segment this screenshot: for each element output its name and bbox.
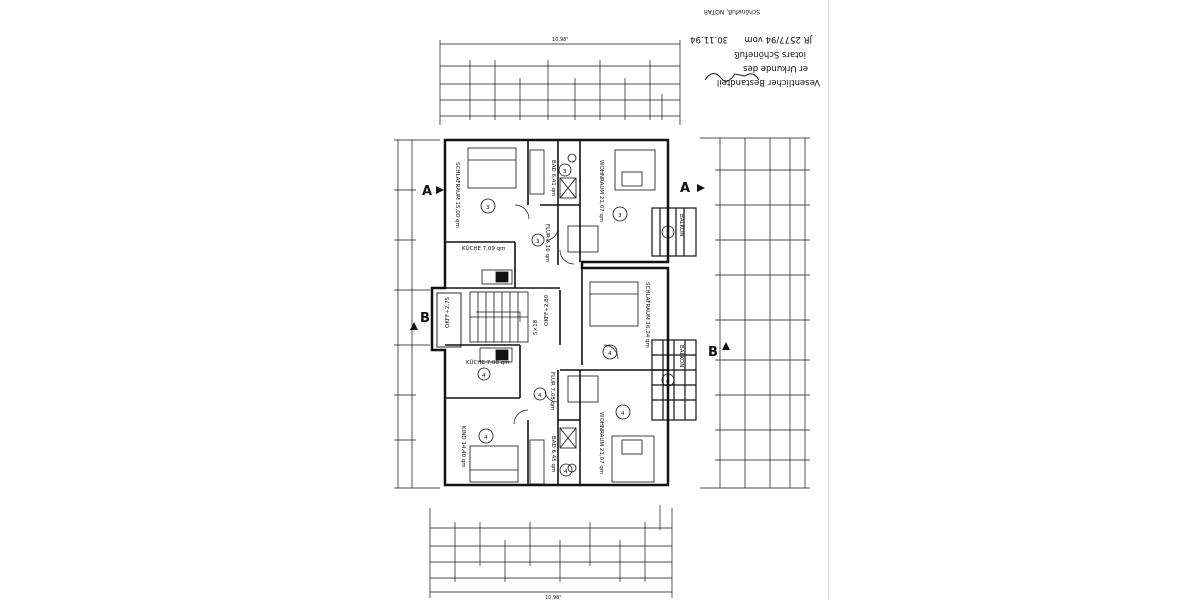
notary-date: 30.11.94 (690, 34, 728, 44)
notary-caption: Schönefuß, NOTAR (704, 8, 760, 15)
right-dimension-chains (700, 137, 810, 489)
bed-icon (469, 445, 519, 483)
bed-icon (467, 147, 517, 189)
top-overall-dimension: 10,98⁵ (552, 37, 568, 43)
section-arrow-b-right-icon (722, 342, 730, 350)
room-labels: SCHLAFRAUM 15,00 qm BAD 6,41 qm WOHNRAUM… (454, 160, 684, 474)
stairwell (436, 291, 529, 348)
shower-icon (559, 427, 577, 449)
unit-number: 3 (618, 213, 622, 219)
unit-number: 3 (666, 231, 670, 237)
dining-table-icon (567, 375, 599, 403)
unit-number: 3 (563, 169, 567, 175)
unit-number: 4 (666, 379, 670, 385)
room-label-wohnraum-3: WOHNRAUM 21,07 qm (598, 160, 604, 222)
notary-stamp: Vesentlicher Bestandteil er Urkunde des … (690, 8, 820, 87)
balcony-unit-3 (651, 207, 697, 257)
unit-number: 4 (482, 373, 486, 379)
room-label-flur-4: FLUR 7,08 qm (549, 372, 555, 410)
room-label-balkon-3: BALKON (678, 214, 684, 236)
section-marker-b-right: B (708, 345, 718, 360)
top-dimension-chains: 10,98⁵ (439, 37, 681, 125)
furniture (467, 147, 656, 485)
stair-note: 5×18 (533, 319, 539, 335)
bathtub-icon (529, 149, 545, 195)
section-marker-a-left: A (422, 184, 432, 199)
bed-icon (589, 281, 639, 327)
notary-line-4: JR 2577/94 vom (744, 34, 813, 44)
unit-number: 4 (538, 393, 542, 399)
section-arrow-b-left-icon (410, 322, 418, 330)
stair-level-2: OKFF+2,80 (544, 294, 550, 326)
sofa-icon (614, 149, 656, 191)
interior-walls (445, 140, 668, 485)
room-label-balkon-4: BALKON (678, 345, 684, 367)
room-label-kueche-3: KÜCHE 7,09 qm (462, 245, 506, 252)
section-marker-b-left: B (420, 311, 430, 326)
room-label-schlafraum-3: SCHLAFRAUM 15,00 qm (454, 162, 460, 228)
stair-level-1: OKFF+2,75 (445, 296, 451, 328)
bathtub-icon (529, 439, 545, 485)
room-label-schlafraum-4: SCHLAFRAUM 16,24 qm (644, 282, 650, 348)
notary-line-1: Vesentlicher Bestandteil (717, 77, 820, 87)
sheet-edge (828, 0, 829, 600)
notary-line-3: iotars Schönefuß (734, 49, 806, 59)
room-label-wohnraum-4: WOHNRAUM 21,07 qm (598, 412, 604, 474)
section-marker-a-right: A (680, 181, 690, 196)
notary-signature-icon (704, 73, 760, 82)
unit-number: 4 (484, 435, 488, 441)
unit-number-markers: 3 3 3 3 3 4 4 4 4 4 4 4 (477, 163, 675, 477)
dining-table-icon (567, 225, 599, 253)
bottom-dimension-ticks (454, 505, 661, 582)
unit-number: 3 (486, 205, 490, 211)
notary-line-2: er Urkunde des (742, 63, 808, 73)
section-arrow-a-left-icon (436, 186, 444, 194)
sofa-icon (611, 435, 655, 483)
door-swings (513, 204, 619, 425)
room-label-kind-4: KIND 14,40 qm (460, 426, 466, 468)
toilet-icon (567, 153, 577, 163)
unit-number: 3 (536, 239, 540, 245)
room-label-bad-4: BAD 6,45 qm (550, 436, 556, 472)
shower-icon (559, 177, 577, 199)
bottom-overall-dimension: 10,98⁵ (545, 595, 561, 600)
room-label-bad-3: BAD 6,41 qm (550, 160, 556, 196)
section-markers: A A B B (410, 181, 730, 360)
bottom-dimension-chains: 10,98⁵ (429, 505, 673, 600)
kitchen-counter-icon (479, 347, 513, 363)
unit-number: 4 (608, 351, 612, 357)
top-dimension-ticks (469, 60, 663, 120)
building-outer-walls (430, 138, 670, 487)
section-arrow-a-right-icon (697, 184, 705, 192)
kitchen-counter-icon (481, 269, 513, 285)
room-label-kueche-4: KÜCHE 7,08 qm (466, 359, 510, 366)
room-label-flur-3: FLUR 6,16 qm (544, 224, 550, 262)
unit-number: 4 (621, 411, 625, 417)
unit-number: 4 (564, 469, 568, 475)
left-dimension-chains (394, 139, 440, 489)
